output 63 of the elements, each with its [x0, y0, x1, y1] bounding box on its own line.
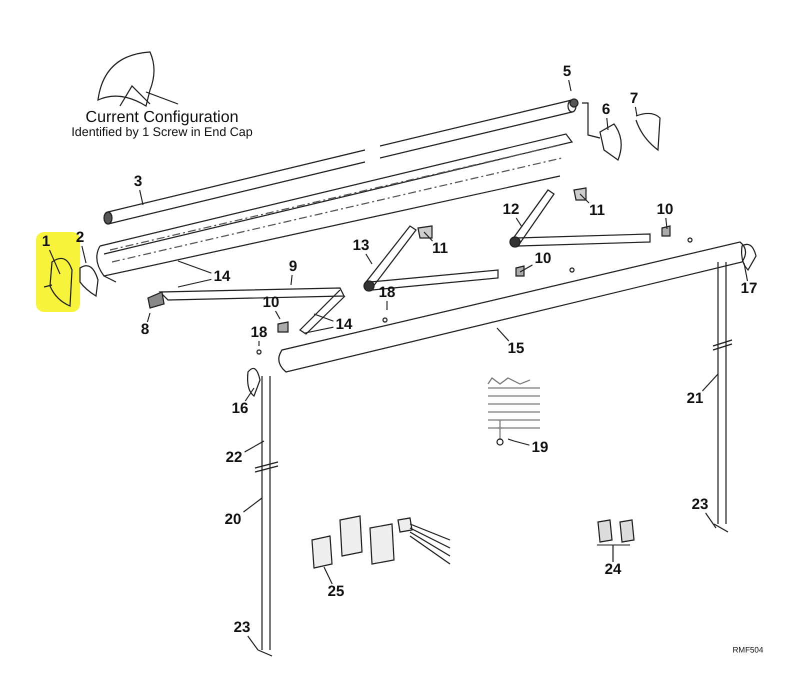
callout-number: 22: [226, 450, 242, 466]
callout-number: 14: [214, 269, 230, 285]
leader-line: [244, 440, 264, 452]
leader-line: [314, 313, 334, 322]
leader-line: [705, 512, 716, 528]
leader-line: [275, 310, 280, 320]
leader-line: [247, 636, 258, 650]
leader-line: [243, 498, 262, 512]
callout-number: 24: [604, 562, 622, 578]
callout-number: 10: [262, 295, 280, 311]
leader-line: [634, 106, 638, 116]
leader-line: [146, 312, 151, 322]
callout-number: 10: [534, 251, 552, 267]
leader-line: [424, 232, 433, 242]
leader-line: [365, 254, 372, 264]
callout-number: 19: [532, 440, 548, 456]
leader-line: [258, 341, 260, 346]
callout-number: 1: [42, 234, 50, 250]
leader-line: [386, 301, 388, 310]
callout-number: 18: [378, 285, 396, 301]
callout-number: 5: [562, 64, 572, 80]
drawing-code: RMF504: [732, 646, 764, 654]
callout-number: 3: [134, 174, 142, 190]
leader-line: [139, 190, 144, 206]
leader-line: [304, 326, 334, 334]
callout-number: 15: [508, 341, 524, 357]
leader-line: [516, 218, 522, 228]
leader-line: [178, 278, 212, 288]
callout-number: 11: [589, 203, 605, 219]
leader-line: [290, 274, 293, 286]
callout-number: 14: [336, 317, 352, 333]
leader-line: [508, 438, 530, 446]
callout-number: 21: [686, 391, 704, 407]
leader-line: [244, 388, 254, 402]
callout-number: 10: [656, 202, 674, 218]
callout-number: 7: [630, 91, 638, 107]
callout-number: 6: [602, 102, 610, 118]
callout-number: 13: [352, 238, 370, 254]
leader-line: [81, 246, 87, 264]
leader-line: [702, 374, 718, 392]
callout-number: 23: [692, 497, 708, 513]
leader-line: [743, 262, 748, 282]
callout-number: 18: [250, 325, 268, 341]
callout-number: 20: [224, 512, 242, 528]
leader-line: [665, 218, 668, 230]
leader-line: [496, 328, 510, 342]
callout-number: 8: [140, 322, 150, 338]
callout-number: 17: [740, 281, 758, 297]
leader-line: [580, 194, 590, 204]
leader-line: [178, 260, 212, 274]
callout-number: 23: [234, 620, 250, 636]
callout-number: 9: [288, 259, 298, 275]
leader-line: [568, 80, 572, 92]
note-text: Identified by 1 Screw in End Cap: [71, 125, 253, 139]
leader-line: [606, 118, 609, 130]
callout-number: 11: [432, 241, 448, 257]
caption-text: Current Configuration: [86, 109, 238, 127]
leader-line: [520, 264, 533, 272]
callout-number: 12: [502, 202, 520, 218]
leader-line: [324, 566, 333, 584]
callout-number: 25: [328, 584, 344, 600]
callout-number: 16: [232, 401, 248, 417]
leader-line: [612, 544, 630, 562]
